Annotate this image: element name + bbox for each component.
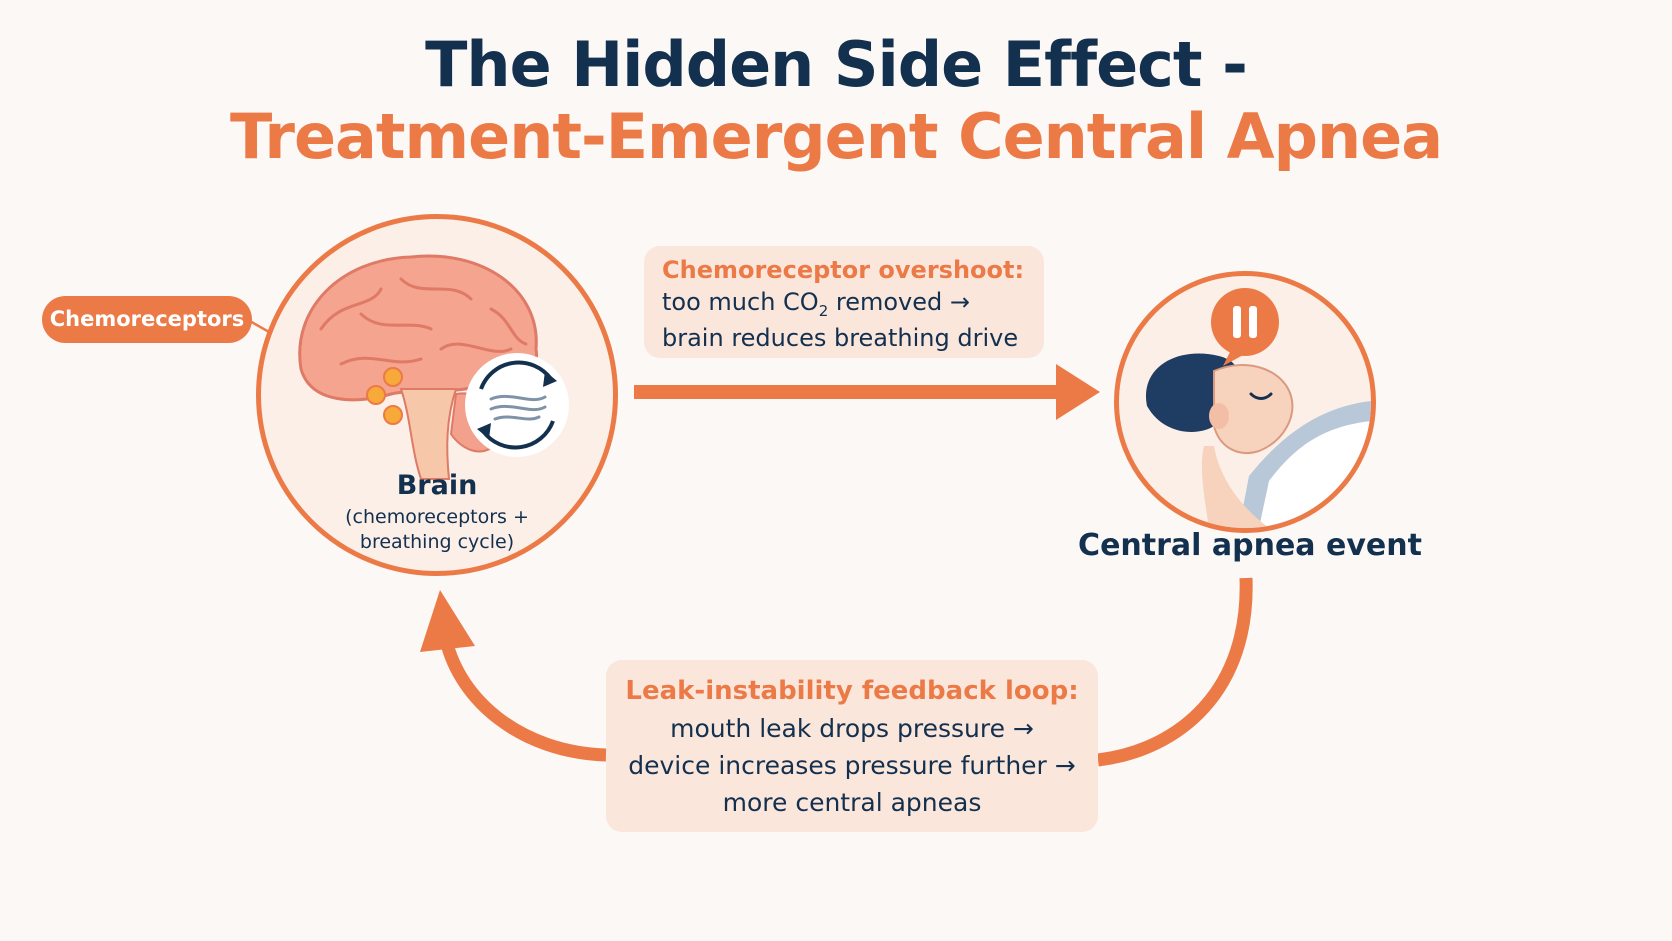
overshoot-arrow-head [1056, 364, 1100, 420]
brain-label: Brain [396, 470, 478, 501]
overshoot-line-2: brain reduces breathing drive [662, 323, 1019, 352]
pause-icon [1211, 288, 1279, 366]
breathing-cycle-icon [465, 353, 569, 457]
feedback-loop-title: Leak-instability feedback loop: [625, 676, 1079, 706]
overshoot-line-1-end: removed → [828, 288, 970, 316]
brain-sublabel: (chemoreceptors + breathing cycle) [256, 505, 618, 555]
loop-to-brain-arrowhead [420, 590, 475, 652]
feedback-loop-line-1: mouth leak drops pressure → [670, 714, 1034, 743]
feedback-loop-callout: Leak-instability feedback loop: mouth le… [606, 660, 1098, 832]
brain-icon [298, 254, 538, 480]
central-apnea-event-label: Central apnea event [1078, 528, 1422, 563]
brain-sublabel-line-1: (chemoreceptors + [345, 506, 529, 528]
overshoot-title: Chemoreceptor overshoot: [662, 256, 1025, 284]
feedback-loop-line-3: more central apneas [722, 788, 982, 817]
overshoot-line-1-text: too much CO [662, 288, 819, 316]
co2-subscript: 2 [818, 301, 829, 320]
brain-sublabel-line-2: breathing cycle) [359, 531, 515, 553]
event-to-loop-curve [1097, 577, 1253, 767]
loop-to-brain-curve [439, 638, 607, 762]
title-line-2: Treatment-Emergent Central Apnea [229, 100, 1443, 173]
title-line-1: The Hidden Side Effect - [425, 28, 1248, 101]
overshoot-line-1: too much CO2 removed → [662, 288, 1026, 320]
overshoot-callout: Chemoreceptor overshoot: too much CO2 re… [644, 246, 1044, 358]
brain-circle [256, 214, 618, 576]
chemoreceptors-label: Chemoreceptors [42, 296, 252, 343]
apnea-event-circle [1114, 271, 1376, 533]
feedback-loop-line-2: device increases pressure further → [628, 751, 1076, 780]
